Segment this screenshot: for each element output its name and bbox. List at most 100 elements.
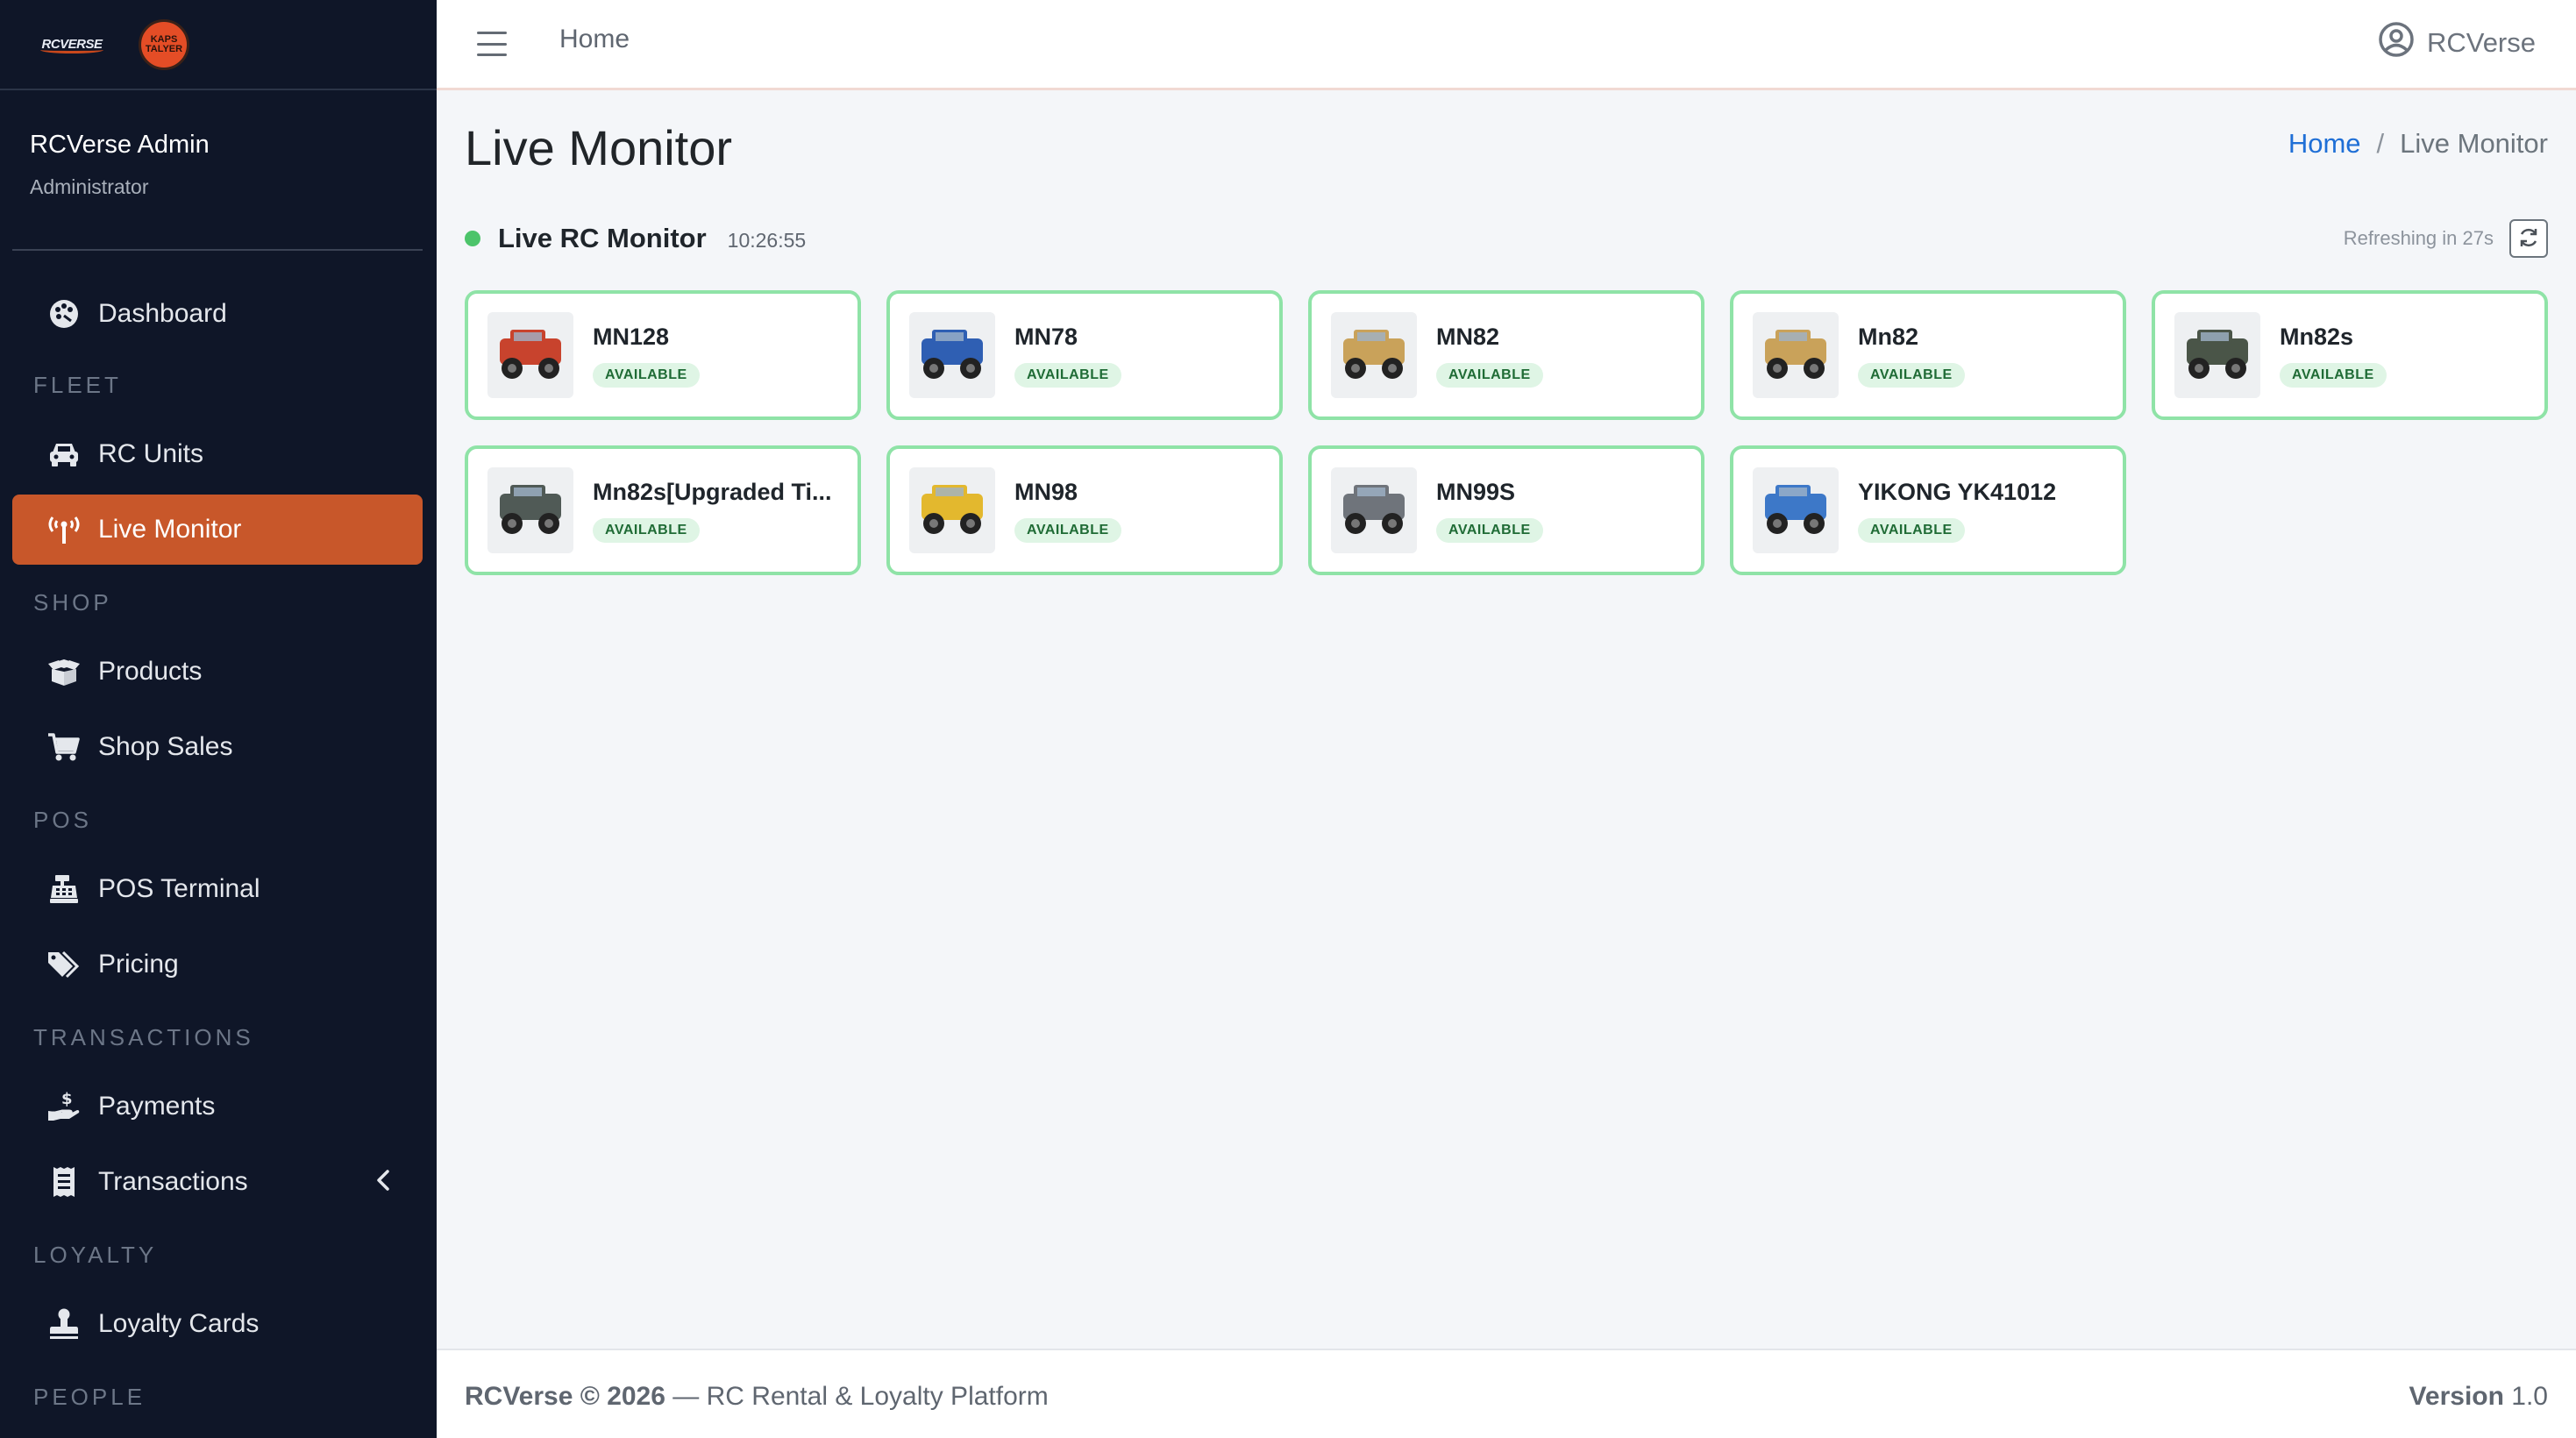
sidebar-item-dashboard[interactable]: Dashboard <box>12 279 423 349</box>
rc-unit-thumbnail <box>2174 312 2260 398</box>
sidebar-item-pos-terminal[interactable]: POS Terminal <box>12 854 423 924</box>
sidebar-item-loyalty-cards[interactable]: Loyalty Cards <box>12 1289 423 1359</box>
footer-version-number: 1.0 <box>2511 1382 2548 1411</box>
user-circle-icon <box>2378 21 2415 65</box>
nav-header-people: PEOPLE <box>33 1384 146 1410</box>
monitor-clock: 10:26:55 <box>727 228 807 252</box>
hamburger-line <box>477 32 507 34</box>
rc-unit-thumbnail <box>1331 467 1417 553</box>
top-home-link[interactable]: Home <box>559 25 630 53</box>
sidebar-item-label: Transactions <box>98 1167 248 1196</box>
rcverse-logo-text: RCVERSE <box>41 37 103 52</box>
refresh-button[interactable] <box>2509 219 2548 258</box>
sidebar-item-pricing[interactable]: Pricing <box>12 929 423 1000</box>
sidebar-item-transactions[interactable]: Transactions <box>12 1147 423 1217</box>
nav-header-pos: POS <box>33 807 92 833</box>
rc-unit-name: MN99S <box>1436 478 1516 505</box>
refresh-controls: Refreshing in 27s <box>2344 219 2548 258</box>
sidebar-item-label: Dashboard <box>98 299 227 328</box>
refresh-countdown: Refreshing in 27s <box>2343 227 2494 249</box>
sidebar-item-shop-sales[interactable]: Shop Sales <box>12 712 423 782</box>
footer-tagline: — RC Rental & Loyalty Platform <box>665 1382 1049 1411</box>
sidebar-item-label: POS Terminal <box>98 874 260 903</box>
sidebar-item-label: Payments <box>98 1092 216 1121</box>
kaps-talyer-logo: KAPS TALYER <box>139 18 189 70</box>
hamburger-line <box>477 42 507 46</box>
car-icon <box>46 437 82 472</box>
receipt-icon <box>46 1164 82 1200</box>
footer-brand: RCVerse © 2026 <box>465 1382 665 1411</box>
rc-unit-name: Mn82s <box>2280 323 2354 350</box>
rc-unit-thumbnail <box>1753 467 1839 553</box>
status-badge: AVAILABLE <box>2280 362 2387 388</box>
rc-unit-name: MN128 <box>593 323 670 350</box>
user-menu[interactable]: RCVerse <box>2378 21 2536 65</box>
sidebar-item-label: Loyalty Cards <box>98 1309 260 1338</box>
footer: RCVerse © 2026 — RC Rental & Loyalty Pla… <box>437 1349 2576 1438</box>
chevron-left-icon[interactable] <box>374 1166 393 1201</box>
sidebar-item-label: Pricing <box>98 950 179 979</box>
broadcast-tower-icon <box>46 512 82 547</box>
sidebar-item-payments[interactable]: $ Payments <box>12 1071 423 1142</box>
user-menu-label: RCVerse <box>2426 27 2536 58</box>
logo-swoosh <box>40 46 103 53</box>
footer-copyright: RCVerse © 2026 — RC Rental & Loyalty Pla… <box>465 1382 1049 1412</box>
sidebar-item-rc-units[interactable]: RC Units <box>12 419 423 489</box>
rc-unit-thumbnail <box>1331 312 1417 398</box>
hamburger-menu-icon[interactable] <box>477 26 507 61</box>
status-badge: AVAILABLE <box>1858 362 1965 388</box>
status-badge: AVAILABLE <box>593 362 700 388</box>
hand-holding-dollar-icon: $ <box>46 1089 82 1124</box>
rc-unit-thumbnail <box>909 467 995 553</box>
user-panel-divider <box>12 249 423 251</box>
top-navbar: Home RCVerse <box>437 0 2576 90</box>
rc-unit-name: YIKONG YK41012 <box>1858 478 2057 505</box>
nav-header-fleet: FLEET <box>33 372 122 398</box>
breadcrumb-separator: / <box>2376 128 2385 159</box>
brand-bar: RCVERSE KAPS TALYER <box>0 0 437 90</box>
sidebar-item-live-monitor[interactable]: Live Monitor <box>12 495 423 565</box>
rc-unit-name: Mn82 <box>1858 323 1919 350</box>
user-name[interactable]: RCVerse Admin <box>30 131 210 159</box>
status-badge: AVAILABLE <box>593 517 700 543</box>
kaps-logo-line2: TALYER <box>145 43 183 54</box>
rc-unit-name: Mn82s[Upgraded Ti... <box>593 478 832 505</box>
rcverse-logo[interactable]: RCVERSE <box>39 34 105 55</box>
breadcrumb: Home / Live Monitor <box>2288 128 2548 160</box>
page-title: Live Monitor <box>465 120 733 175</box>
shopping-cart-icon <box>46 730 82 765</box>
breadcrumb-home-link[interactable]: Home <box>2288 128 2361 159</box>
kaps-logo-line1: KAPS <box>150 33 178 45</box>
rc-unit-thumbnail <box>1753 312 1839 398</box>
stamp-icon <box>46 1306 82 1342</box>
tags-icon <box>46 947 82 982</box>
sidebar-item-products[interactable]: Products <box>12 637 423 707</box>
nav-header-shop: SHOP <box>33 589 112 616</box>
nav-header-transactions: TRANSACTIONS <box>33 1024 254 1050</box>
rc-unit-thumbnail <box>487 467 573 553</box>
live-status-dot <box>465 231 480 246</box>
status-badge: AVAILABLE <box>1436 362 1543 388</box>
rc-unit-card[interactable]: Mn82s[Upgraded Ti... AVAILABLE <box>465 445 861 575</box>
sidebar-item-label: Products <box>98 657 203 686</box>
refresh-icon <box>2517 226 2540 252</box>
footer-version-label: Version <box>2409 1382 2504 1411</box>
palette-icon <box>46 296 82 331</box>
box-open-icon <box>46 654 82 689</box>
status-badge: AVAILABLE <box>1436 517 1543 543</box>
sidebar-item-label: RC Units <box>98 439 204 468</box>
user-panel: RCVerse Admin Administrator <box>0 90 437 250</box>
rc-unit-thumbnail <box>487 312 573 398</box>
svg-text:$: $ <box>61 1090 73 1108</box>
rc-unit-name: MN82 <box>1436 323 1500 350</box>
rc-unit-card[interactable]: MN99S AVAILABLE <box>1308 445 1704 575</box>
monitor-header: Live RC Monitor 10:26:55 <box>465 223 806 254</box>
user-role: Administrator <box>30 175 149 198</box>
